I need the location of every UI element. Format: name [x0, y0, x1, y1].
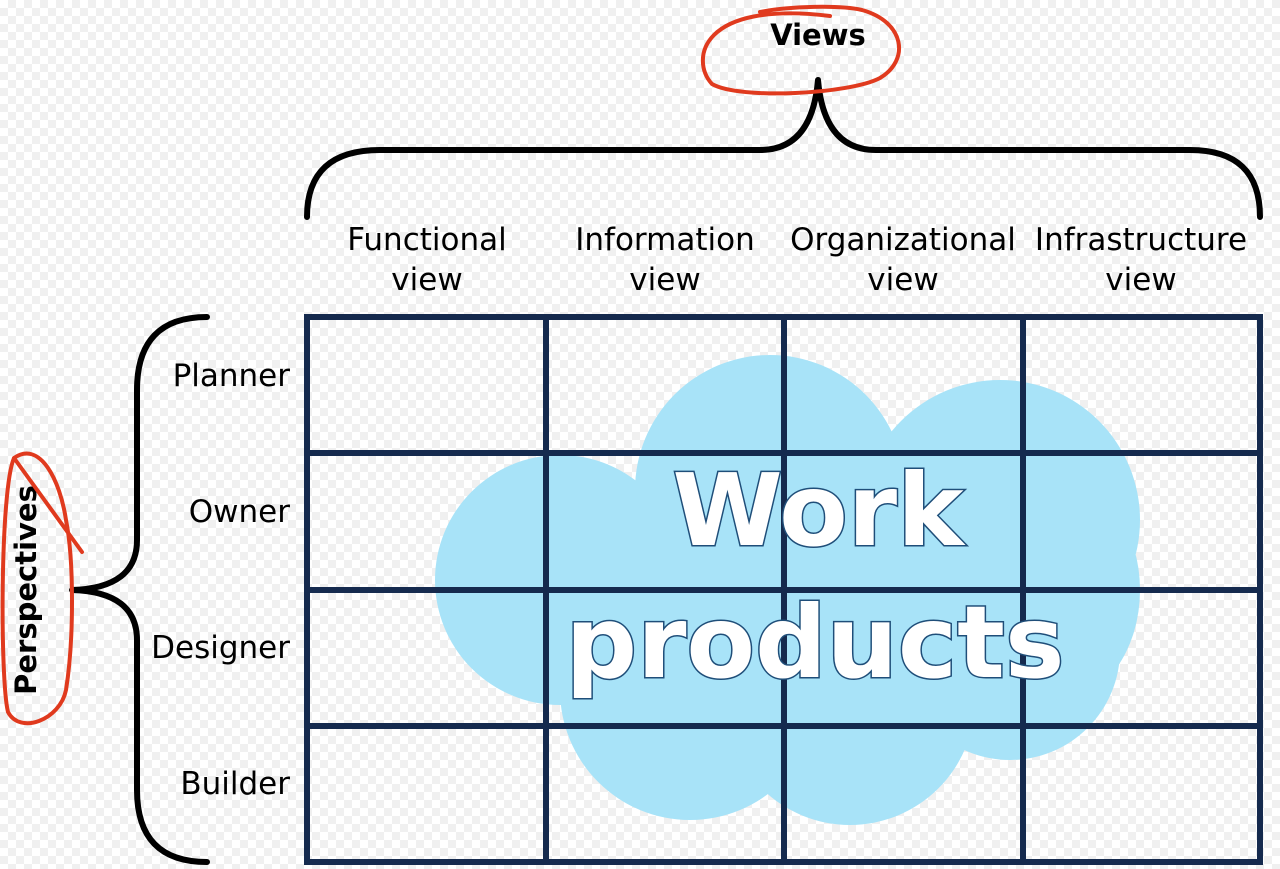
column-label-organizational: Organizational [790, 222, 1016, 258]
column-label-organizational-view: view [867, 262, 938, 298]
cloud-label-line2: products [566, 584, 1065, 701]
column-label-information: Information [575, 222, 754, 258]
column-label-infrastructure-view: view [1105, 262, 1176, 298]
matrix-grid [304, 314, 1263, 865]
row-label-builder: Builder [180, 766, 290, 802]
row-label-designer: Designer [151, 630, 290, 666]
views-title: Views [770, 18, 866, 52]
column-label-infrastructure: Infrastructure [1035, 222, 1247, 258]
row-label-planner: Planner [173, 358, 291, 394]
row-label-owner: Owner [189, 494, 290, 530]
column-label-functional: Functional [347, 222, 506, 258]
cloud-label-line1: Work [672, 452, 966, 569]
column-label-functional-view: view [391, 262, 462, 298]
perspectives-title: Perspectives [9, 485, 43, 695]
views-brace [304, 77, 1263, 220]
perspectives-annotation-circle [0, 451, 84, 726]
views-annotation-circle [700, 4, 901, 96]
column-label-information-view: view [629, 262, 700, 298]
